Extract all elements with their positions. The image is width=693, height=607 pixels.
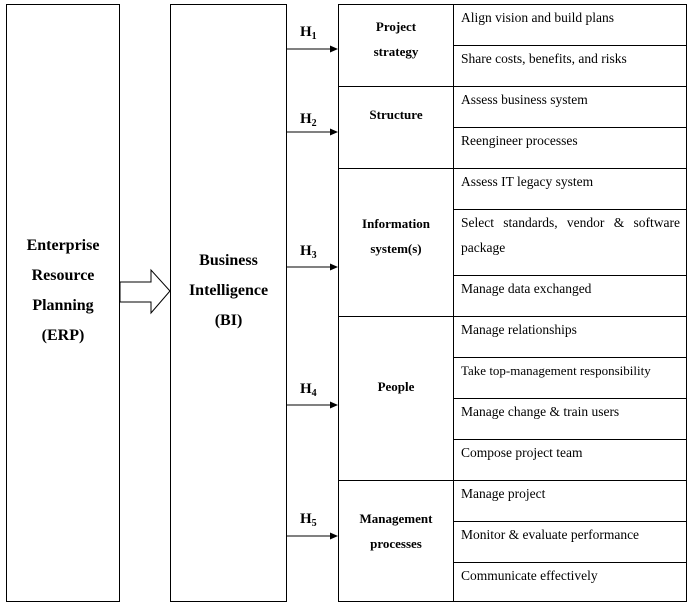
factor-project-strategy: Project strategy	[338, 4, 454, 87]
item-cell: Compose project team	[453, 439, 687, 481]
h4-letter: H	[300, 381, 312, 397]
item-cell: Manage data exchanged	[453, 275, 687, 317]
erp-line: Planning	[32, 297, 94, 314]
factor-structure: Structure	[338, 86, 454, 169]
h4-label: H4	[300, 381, 317, 399]
bi-line: Intelligence	[188, 282, 269, 299]
item-cell: Manage project	[453, 480, 687, 522]
item-cell: Monitor & evaluate performance	[453, 521, 687, 563]
factor-line: system(s)	[370, 240, 422, 256]
factor-line: Information	[362, 215, 430, 231]
item-cell: Align vision and build plans	[453, 4, 687, 46]
item-cell: Share costs, benefits, and risks	[453, 45, 687, 87]
h1-sub: 1	[311, 31, 317, 42]
h2-letter: H	[300, 111, 312, 127]
factor-line: Management	[359, 511, 433, 526]
factor-line: processes	[370, 536, 422, 551]
h5-letter: H	[300, 511, 312, 527]
factor-line: strategy	[373, 43, 419, 59]
item-cell: Communicate effectively	[453, 562, 687, 602]
erp-line: Resource	[31, 267, 95, 284]
h3-letter: H	[300, 243, 312, 259]
erp-line: Enterprise	[26, 237, 100, 254]
block-arrow	[119, 268, 171, 315]
h1-label: H1	[300, 24, 317, 42]
bi-label: Business Intelligence (BI)	[171, 246, 286, 336]
erp-label: Enterprise Resource Planning (ERP)	[7, 231, 119, 351]
h1-letter: H	[300, 24, 312, 40]
factor-information-systems: Information system(s)	[338, 168, 454, 317]
factor-people: People	[338, 316, 454, 481]
item-cell: Manage change & train users	[453, 398, 687, 440]
h5-sub: 5	[311, 518, 317, 529]
h2-sub: 2	[311, 118, 317, 129]
h5-label: H5	[300, 511, 317, 529]
h2-label: H2	[300, 111, 317, 129]
bi-line: (BI)	[214, 312, 243, 329]
bi-box: Business Intelligence (BI)	[170, 4, 287, 602]
item-cell: Reengineer processes	[453, 127, 687, 169]
item-cell: Select standards, vendor & software pack…	[453, 209, 687, 276]
erp-box: Enterprise Resource Planning (ERP)	[6, 4, 120, 602]
factor-line: People	[377, 379, 415, 394]
item-cell: Take top-management responsibility	[453, 357, 687, 399]
h3-label: H3	[300, 243, 317, 261]
h4-sub: 4	[311, 388, 317, 399]
item-cell: Assess business system	[453, 86, 687, 128]
item-cell: Assess IT legacy system	[453, 168, 687, 210]
bi-line: Business	[199, 252, 258, 269]
factor-line: Project	[375, 18, 417, 34]
item-cell: Manage relationships	[453, 316, 687, 358]
factor-management-processes: Management processes	[338, 480, 454, 602]
erp-line: (ERP)	[41, 327, 85, 344]
h3-sub: 3	[311, 250, 317, 261]
factor-line: Structure	[369, 107, 423, 122]
